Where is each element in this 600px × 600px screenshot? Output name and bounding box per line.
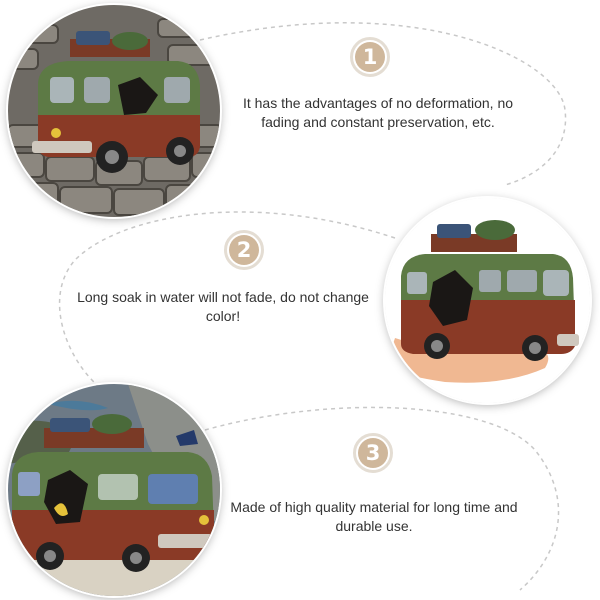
feature-caption-2: Long soak in water will not fade, do not… <box>77 289 369 324</box>
step-badge-2: 2 <box>224 230 264 270</box>
bus-on-cobblestones-image <box>8 5 220 217</box>
feature-caption-1: It has the advantages of no deformation,… <box>242 95 514 130</box>
bus-in-aquarium-image <box>8 384 220 596</box>
product-photo-3 <box>8 384 220 596</box>
feature-caption-3: Made of high quality material for long t… <box>230 499 518 534</box>
step-number-2: 2 <box>229 235 259 265</box>
product-photo-1 <box>8 5 220 217</box>
step-number-3: 3 <box>358 438 388 468</box>
bus-held-in-hand-image <box>385 198 590 403</box>
step-badge-3: 3 <box>353 433 393 473</box>
step-number-1: 1 <box>355 42 385 72</box>
step-badge-1: 1 <box>350 37 390 77</box>
product-photo-2 <box>385 198 590 403</box>
